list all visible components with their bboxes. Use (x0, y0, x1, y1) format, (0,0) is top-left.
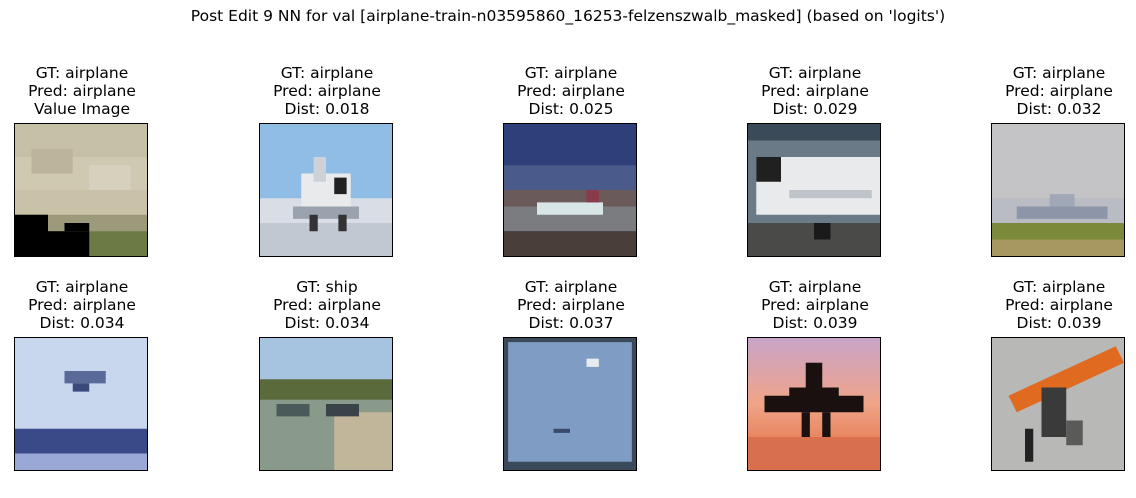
pred-label: Pred: airplane (273, 82, 381, 100)
dist-label: Dist: 0.034 (284, 314, 370, 332)
gt-label: GT: airplane (35, 64, 129, 82)
neighbor-thumbnail (991, 123, 1125, 257)
pred-label: Pred: airplane (761, 82, 869, 100)
dist-label: Dist: 0.032 (1016, 100, 1102, 118)
neighbor-thumbnail (503, 123, 637, 257)
gt-label: GT: airplane (1012, 64, 1106, 82)
panel-value-image: GT: airplane Pred: airplane Value Image (0, 64, 182, 284)
panel-neighbor-3: GT: airplane Pred: airplane Dist: 0.029 (715, 64, 915, 284)
neighbor-thumbnail (747, 337, 881, 471)
pred-label: Pred: airplane (1005, 296, 1113, 314)
panel-neighbor-7: GT: airplane Pred: airplane Dist: 0.037 (471, 278, 671, 498)
pred-label: Pred: airplane (28, 82, 136, 100)
panel-title: GT: airplane Pred: airplane Dist: 0.029 (715, 64, 915, 118)
panel-neighbor-4: GT: airplane Pred: airplane Dist: 0.032 (959, 64, 1136, 284)
dist-label: Dist: 0.034 (39, 314, 125, 332)
dist-label: Dist: 0.018 (284, 100, 370, 118)
neighbor-thumbnail (503, 337, 637, 471)
neighbor-thumbnail (14, 337, 148, 471)
value-image-label: Value Image (33, 100, 131, 118)
panel-title: GT: ship Pred: airplane Dist: 0.034 (227, 278, 427, 332)
pred-label: Pred: airplane (273, 296, 381, 314)
dist-label: Dist: 0.039 (1016, 314, 1102, 332)
pred-label: Pred: airplane (761, 296, 869, 314)
panel-neighbor-9: GT: airplane Pred: airplane Dist: 0.039 (959, 278, 1136, 498)
panel-title: GT: airplane Pred: airplane Dist: 0.039 (715, 278, 915, 332)
neighbor-thumbnail (747, 123, 881, 257)
dist-label: Dist: 0.029 (772, 100, 858, 118)
value-image-thumbnail (14, 123, 148, 257)
panel-neighbor-8: GT: airplane Pred: airplane Dist: 0.039 (715, 278, 915, 498)
pred-label: Pred: airplane (1005, 82, 1113, 100)
gt-label: GT: airplane (524, 64, 618, 82)
neighbor-thumbnail (991, 337, 1125, 471)
panel-title: GT: airplane Pred: airplane Dist: 0.037 (471, 278, 671, 332)
dist-label: Dist: 0.037 (528, 314, 614, 332)
panel-neighbor-5: GT: airplane Pred: airplane Dist: 0.034 (0, 278, 182, 498)
dist-label: Dist: 0.039 (772, 314, 858, 332)
gt-label: GT: ship (296, 278, 358, 296)
neighbor-thumbnail (259, 123, 393, 257)
panel-neighbor-1: GT: airplane Pred: airplane Dist: 0.018 (227, 64, 427, 284)
panel-title: GT: airplane Pred: airplane Dist: 0.032 (959, 64, 1136, 118)
pred-label: Pred: airplane (28, 296, 136, 314)
figure-title: Post Edit 9 NN for val [airplane-train-n… (190, 7, 946, 25)
gt-label: GT: airplane (768, 278, 862, 296)
pred-label: Pred: airplane (517, 82, 625, 100)
gt-label: GT: airplane (35, 278, 129, 296)
panel-title: GT: airplane Pred: airplane Value Image (0, 64, 182, 118)
panel-title: GT: airplane Pred: airplane Dist: 0.039 (959, 278, 1136, 332)
neighbor-thumbnail (259, 337, 393, 471)
panel-neighbor-6: GT: ship Pred: airplane Dist: 0.034 (227, 278, 427, 498)
gt-label: GT: airplane (524, 278, 618, 296)
panel-title: GT: airplane Pred: airplane Dist: 0.018 (227, 64, 427, 118)
gt-label: GT: airplane (280, 64, 374, 82)
panel-title: GT: airplane Pred: airplane Dist: 0.025 (471, 64, 671, 118)
gt-label: GT: airplane (1012, 278, 1106, 296)
panel-title: GT: airplane Pred: airplane Dist: 0.034 (0, 278, 182, 332)
panel-neighbor-2: GT: airplane Pred: airplane Dist: 0.025 (471, 64, 671, 284)
gt-label: GT: airplane (768, 64, 862, 82)
dist-label: Dist: 0.025 (528, 100, 614, 118)
pred-label: Pred: airplane (517, 296, 625, 314)
